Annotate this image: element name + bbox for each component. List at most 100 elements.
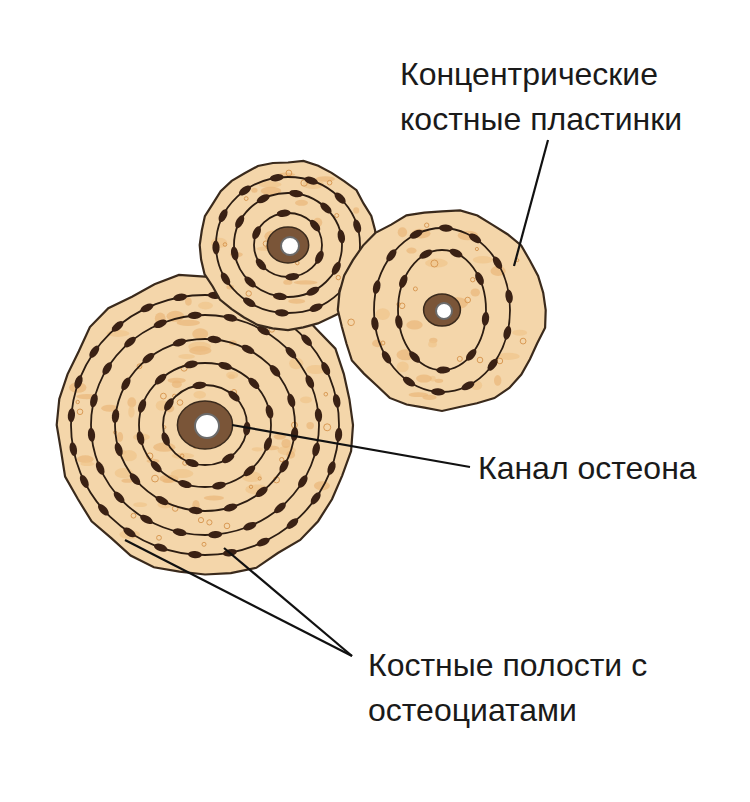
speckle [399, 303, 405, 309]
speckle [131, 513, 136, 518]
lacuna [333, 191, 348, 206]
texture-patch [80, 462, 94, 467]
lamella-ring [91, 315, 319, 535]
lacuna [272, 292, 287, 301]
speckle [246, 291, 251, 296]
leader-line [514, 140, 548, 266]
texture-patch [204, 495, 224, 500]
lacuna [153, 372, 168, 387]
texture-patch [471, 288, 480, 296]
lacuna [112, 490, 127, 505]
texture-patch [281, 439, 290, 448]
lacuna [286, 393, 297, 409]
lacuna [223, 313, 238, 323]
lacuna [192, 381, 207, 390]
texture-patch [512, 330, 527, 336]
lacuna [505, 289, 514, 304]
speckle [457, 356, 462, 361]
canal-wall [424, 294, 461, 326]
speckle [520, 338, 526, 344]
lacuna [313, 249, 325, 265]
texture-patch [295, 200, 308, 206]
lacuna [278, 458, 291, 474]
lacuna [100, 361, 113, 377]
lacuna [240, 343, 256, 356]
lacuna [173, 292, 188, 302]
lacuna [337, 229, 346, 244]
lamella-ring [115, 339, 295, 511]
lacuna [223, 502, 238, 513]
speckle [348, 319, 355, 326]
leader-line [125, 540, 352, 656]
lacuna [464, 347, 478, 362]
lacuna [275, 309, 290, 317]
canal-wall [177, 401, 232, 449]
lacuna [397, 274, 409, 290]
lacuna [384, 248, 398, 264]
lacuna [460, 379, 476, 392]
lamella-ring [234, 193, 342, 297]
speckle [324, 424, 331, 431]
lacuna [309, 491, 323, 507]
callout-label: Костные полости с остеоциатами [368, 643, 720, 733]
speckle [157, 535, 162, 540]
speckle [477, 357, 483, 363]
osteon-canal [281, 237, 299, 255]
lacuna [334, 427, 342, 442]
osteon-canal [436, 303, 452, 319]
lacuna [290, 427, 299, 442]
lacuna [113, 442, 124, 458]
lacuna [135, 431, 145, 446]
texture-patch [251, 188, 257, 193]
speckle [475, 247, 478, 250]
lamella-ring [374, 228, 510, 392]
texture-patch [168, 378, 186, 383]
texture-patch [398, 227, 407, 237]
lacuna [250, 225, 262, 241]
texture-patch [494, 375, 501, 386]
texture-patch [127, 397, 136, 407]
lacuna [372, 280, 382, 295]
lacuna [188, 550, 202, 558]
osteons [57, 161, 546, 575]
lacuna [172, 527, 187, 537]
speckle [336, 275, 340, 279]
speckle [258, 477, 261, 480]
texture-patch [473, 256, 493, 263]
lacuna [188, 311, 203, 319]
canal-wall [267, 227, 308, 263]
lacuna [418, 248, 434, 261]
lamella-ring [254, 213, 322, 277]
speckle [244, 197, 248, 201]
lacuna [233, 214, 246, 230]
lacuna [246, 376, 261, 391]
osteon-outline [338, 210, 546, 411]
leader-lines [125, 140, 548, 656]
lacuna [289, 189, 304, 198]
osteon-canal [195, 414, 219, 438]
lacuna [272, 501, 287, 516]
speckle [413, 287, 417, 291]
speckle [280, 458, 284, 462]
texture-patch [117, 432, 123, 442]
lacuna [96, 502, 111, 517]
texture-patch [128, 406, 134, 418]
lacuna [352, 219, 363, 234]
lacuna [87, 344, 101, 360]
lacuna [243, 275, 258, 290]
osteon [338, 210, 546, 411]
lacuna [67, 408, 75, 423]
texture-patch [353, 207, 359, 214]
speckle [77, 409, 83, 415]
lacuna [311, 442, 321, 457]
texture-patch [376, 308, 390, 320]
callout-label: Концентрические костные пластинки [400, 52, 720, 142]
lacuna [119, 376, 132, 392]
speckle [497, 358, 503, 364]
texture-patch [406, 248, 416, 254]
speckle [207, 520, 212, 525]
texture-patch [406, 320, 422, 329]
lacuna [217, 360, 232, 371]
lacuna [326, 460, 338, 476]
lacuna [299, 333, 314, 348]
